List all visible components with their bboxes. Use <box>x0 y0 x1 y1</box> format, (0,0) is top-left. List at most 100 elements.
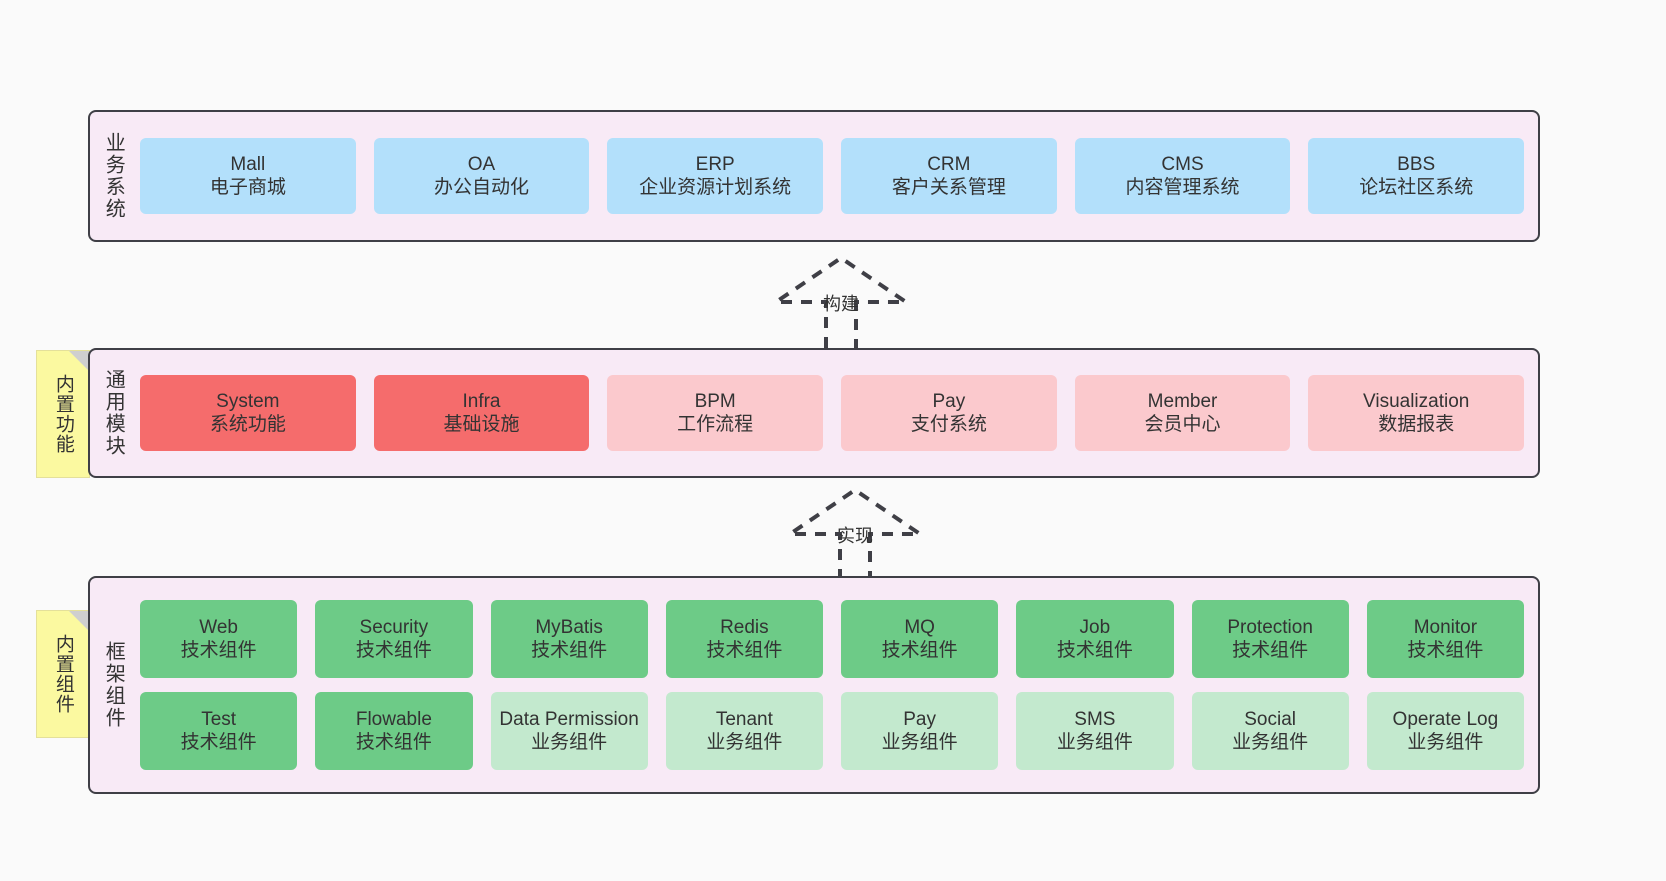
component-name: MyBatis <box>535 616 603 638</box>
sticky-note-label: 内置组件 <box>52 634 74 714</box>
module-subtitle: 内容管理系统 <box>1125 177 1240 198</box>
module-card-mall[interactable]: Mall 电子商城 <box>140 138 356 214</box>
component-card-sms[interactable]: SMS 业务组件 <box>1016 692 1174 770</box>
component-subtitle: 技术组件 <box>1056 640 1133 661</box>
component-subtitle: 业务组件 <box>706 732 783 753</box>
component-subtitle: 技术组件 <box>180 640 257 661</box>
component-subtitle: 业务组件 <box>1407 732 1484 753</box>
module-subtitle: 数据报表 <box>1378 414 1455 435</box>
component-name: Flowable <box>355 708 432 730</box>
component-card-monitor[interactable]: Monitor 技术组件 <box>1366 600 1524 678</box>
module-subtitle: 支付系统 <box>910 414 987 435</box>
layer-title-framework-component: 框架组件 <box>102 641 125 729</box>
component-name: Test <box>201 708 237 730</box>
module-card-visualization[interactable]: Visualization 数据报表 <box>1308 375 1525 451</box>
component-card-mybatis[interactable]: MyBatis 技术组件 <box>490 600 648 678</box>
component-card-social[interactable]: Social 业务组件 <box>1191 692 1349 770</box>
module-subtitle: 工作流程 <box>677 414 754 435</box>
layer-body-common-module: System 系统功能 Infra 基础设施 BPM 工作流程 Pay 支付系统… <box>136 350 1538 476</box>
module-subtitle: 企业资源计划系统 <box>639 177 792 198</box>
component-subtitle: 业务组件 <box>531 732 608 753</box>
layer-title-business-system: 业务系统 <box>102 132 125 220</box>
component-name: Redis <box>720 616 769 638</box>
module-subtitle: 论坛社区系统 <box>1359 177 1474 198</box>
module-name: CMS <box>1161 153 1204 175</box>
component-subtitle: 技术组件 <box>531 640 608 661</box>
component-subtitle: 技术组件 <box>1232 640 1309 661</box>
module-name: Mall <box>230 153 266 175</box>
component-subtitle: 技术组件 <box>355 640 432 661</box>
arrow-realize: 实现 <box>770 482 940 582</box>
component-subtitle: 技术组件 <box>881 640 958 661</box>
component-subtitle: 业务组件 <box>881 732 958 753</box>
component-name: Data Permission <box>499 708 639 730</box>
component-card-test[interactable]: Test 技术组件 <box>140 692 298 770</box>
arrow-build: 构建 <box>756 250 926 350</box>
component-card-security[interactable]: Security 技术组件 <box>315 600 473 678</box>
module-card-bpm[interactable]: BPM 工作流程 <box>607 375 824 451</box>
module-card-cms[interactable]: CMS 内容管理系统 <box>1074 138 1291 214</box>
component-subtitle: 业务组件 <box>1232 732 1309 753</box>
module-card-crm[interactable]: CRM 客户关系管理 <box>841 138 1057 214</box>
component-subtitle: 技术组件 <box>180 732 257 753</box>
module-name: Infra <box>462 390 501 412</box>
layer-row: Test 技术组件 Flowable 技术组件 Data Permission … <box>140 692 1524 770</box>
component-card-data-permission[interactable]: Data Permission 业务组件 <box>490 692 648 770</box>
module-name: Pay <box>932 390 966 412</box>
component-name: SMS <box>1074 708 1116 730</box>
module-subtitle: 会员中心 <box>1144 414 1221 435</box>
module-name: OA <box>467 153 496 175</box>
component-card-protection[interactable]: Protection 技术组件 <box>1191 600 1349 678</box>
component-name: Tenant <box>715 708 773 730</box>
component-name: Security <box>359 616 429 638</box>
component-name: Protection <box>1227 616 1313 638</box>
module-name: System <box>216 390 280 412</box>
layer-body-business-system: Mall 电子商城 OA 办公自动化 ERP 企业资源计划系统 CRM 客户关系… <box>136 112 1538 240</box>
module-card-pay[interactable]: Pay 支付系统 <box>841 375 1057 451</box>
component-name: Web <box>199 616 238 638</box>
component-card-mq[interactable]: MQ 技术组件 <box>841 600 999 678</box>
module-name: Visualization <box>1363 390 1470 412</box>
module-name: ERP <box>695 153 735 175</box>
module-subtitle: 客户关系管理 <box>891 177 1006 198</box>
layer-body-framework-component: Web 技术组件 Security 技术组件 MyBatis 技术组件 Redi… <box>136 578 1538 792</box>
module-subtitle: 基础设施 <box>443 414 520 435</box>
module-name: Member <box>1147 390 1218 412</box>
component-card-web[interactable]: Web 技术组件 <box>140 600 298 678</box>
component-card-job[interactable]: Job 技术组件 <box>1016 600 1174 678</box>
component-name: Pay <box>903 708 936 730</box>
component-card-flowable[interactable]: Flowable 技术组件 <box>315 692 473 770</box>
module-name: BPM <box>694 390 736 412</box>
module-card-bbs[interactable]: BBS 论坛社区系统 <box>1308 138 1525 214</box>
module-card-erp[interactable]: ERP 企业资源计划系统 <box>607 138 824 214</box>
sticky-note-builtin-component: 内置组件 <box>36 610 90 738</box>
component-name: Social <box>1244 708 1296 730</box>
component-subtitle: 技术组件 <box>355 732 432 753</box>
sticky-note-label: 内置功能 <box>52 374 74 454</box>
module-name: BBS <box>1397 153 1436 175</box>
sticky-note-builtin-function: 内置功能 <box>36 350 90 478</box>
module-name: CRM <box>927 153 971 175</box>
component-card-redis[interactable]: Redis 技术组件 <box>665 600 823 678</box>
component-name: Job <box>1079 616 1111 638</box>
module-card-oa[interactable]: OA 办公自动化 <box>373 138 590 214</box>
layer-title-common-module: 通用模块 <box>102 369 125 457</box>
layer-business-system: 业务系统 Mall 电子商城 OA 办公自动化 ERP 企业资源计划系统 CRM… <box>88 110 1540 242</box>
component-subtitle: 技术组件 <box>1407 640 1484 661</box>
module-card-system[interactable]: System 系统功能 <box>140 375 356 451</box>
module-subtitle: 电子商城 <box>209 177 286 198</box>
layer-row: Web 技术组件 Security 技术组件 MyBatis 技术组件 Redi… <box>140 600 1524 678</box>
component-subtitle: 业务组件 <box>1056 732 1133 753</box>
component-name: Monitor <box>1413 616 1478 638</box>
module-card-infra[interactable]: Infra 基础设施 <box>373 375 590 451</box>
component-card-pay[interactable]: Pay 业务组件 <box>841 692 999 770</box>
layer-row: Mall 电子商城 OA 办公自动化 ERP 企业资源计划系统 CRM 客户关系… <box>140 138 1525 214</box>
layer-framework-component: 框架组件 Web 技术组件 Security 技术组件 MyBatis 技术组件… <box>88 576 1540 794</box>
component-card-tenant[interactable]: Tenant 业务组件 <box>665 692 823 770</box>
component-subtitle: 技术组件 <box>706 640 783 661</box>
module-subtitle: 系统功能 <box>209 414 286 435</box>
component-card-operate-log[interactable]: Operate Log 业务组件 <box>1366 692 1524 770</box>
layer-row: System 系统功能 Infra 基础设施 BPM 工作流程 Pay 支付系统… <box>140 375 1525 451</box>
module-card-member[interactable]: Member 会员中心 <box>1074 375 1291 451</box>
